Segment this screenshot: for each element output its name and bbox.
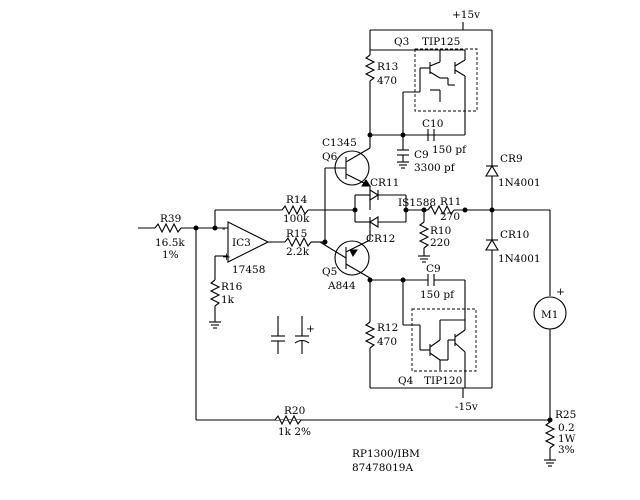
r15-value: 2.2k: [286, 246, 310, 258]
c9-bottom-value: 150 pf: [420, 289, 455, 301]
q6-ref: Q6: [322, 151, 338, 163]
c9-top-ref: C9: [414, 149, 429, 161]
resistor-r10: [418, 210, 430, 263]
cr11-ref: CR11: [370, 177, 399, 189]
ic3-ref: IC3: [232, 237, 251, 249]
cr9-part: 1N4001: [498, 177, 541, 189]
cr11-part: IS1588: [398, 197, 436, 209]
electrolytic-plus: +: [306, 323, 315, 335]
r25-ref: R25: [555, 409, 576, 421]
r14-value: 100k: [283, 213, 310, 225]
capacitor-c9-bottom: [403, 274, 465, 286]
resistor-r20: [274, 414, 302, 426]
r16-ref: R16: [221, 281, 243, 293]
r13-ref: R13: [377, 61, 398, 73]
r25-value: 0.2: [558, 422, 575, 434]
diode-cr12: [355, 216, 406, 228]
q5-ref: Q5: [322, 266, 337, 278]
capacitor-c10: [403, 129, 465, 141]
resistor-r16: [209, 256, 221, 329]
r39-ref: R39: [160, 213, 181, 225]
r20-value: 1k 2%: [278, 426, 311, 438]
r15-ref: R15: [286, 228, 307, 240]
q3-part: TIP125: [422, 36, 460, 48]
ic3-part: 17458: [232, 264, 265, 276]
negative-rail-label: -15v: [455, 401, 478, 413]
q4-ref: Q4: [398, 375, 414, 387]
transistor-q3: [370, 49, 466, 135]
m1-plus: +: [556, 286, 565, 298]
footer-line2: 87478019A: [352, 462, 413, 474]
r25-power: 1W: [558, 433, 576, 445]
diode-cr9: [485, 160, 499, 230]
c9-bottom-ref: C9: [426, 263, 441, 275]
cr10-part: 1N4001: [498, 253, 541, 265]
ic3-plus: +: [222, 251, 231, 263]
transistor-q4: [402, 280, 466, 388]
diode-cr10: [485, 230, 499, 251]
m1-ref: M1: [541, 309, 558, 321]
cr10-ref: CR10: [500, 229, 529, 241]
diode-cr11: [355, 189, 406, 201]
negative-rail: [370, 250, 493, 398]
r16-value: 1k: [221, 294, 235, 306]
transistor-q5: [334, 240, 370, 276]
capacitor-c9-top: [397, 135, 409, 169]
r10-ref: R10: [430, 225, 451, 237]
q3-package: [414, 48, 478, 112]
r25-tolerance: 3%: [558, 444, 575, 456]
ic3-minus: -: [222, 223, 226, 235]
resistor-r25: [196, 417, 556, 467]
r20-ref: R20: [284, 405, 305, 417]
positive-rail-label: +15v: [452, 9, 480, 21]
r12-ref: R12: [377, 322, 398, 334]
footer-line1: RP1300/IBM: [352, 448, 420, 460]
r11-value: 270: [440, 211, 460, 223]
r12-value: 470: [377, 336, 397, 348]
r39-value: 16.5k: [155, 237, 185, 249]
q3-ref: Q3: [394, 36, 409, 48]
cr12-ref: CR12: [366, 233, 395, 245]
cr9-ref: CR9: [500, 153, 523, 165]
q5-part: A844: [327, 280, 356, 292]
resistor-r12: [364, 320, 376, 388]
positive-rail: [369, 22, 493, 160]
q4-part: TIP120: [424, 375, 462, 387]
c10-value: 150 pf: [432, 144, 467, 156]
resistor-r14: [215, 204, 355, 216]
r10-value: 220: [430, 237, 450, 249]
r11-ref: R11: [440, 196, 461, 208]
decoupling-electrolytic-capacitor: +: [294, 316, 315, 354]
q4-package: [411, 308, 477, 372]
decoupling-capacitor: [271, 316, 285, 354]
resistor-r13: [364, 50, 376, 135]
resistor-r15: [268, 236, 325, 248]
q6-part: C1345: [322, 137, 357, 149]
opamp-ic3: [215, 221, 270, 263]
r13-value: 470: [377, 75, 397, 87]
resistor-r39: [138, 222, 228, 234]
r14-ref: R14: [286, 194, 308, 206]
r39-tolerance: 1%: [162, 249, 179, 261]
c10-ref: C10: [422, 118, 443, 130]
c9-top-value: 3300 pf: [414, 162, 456, 174]
